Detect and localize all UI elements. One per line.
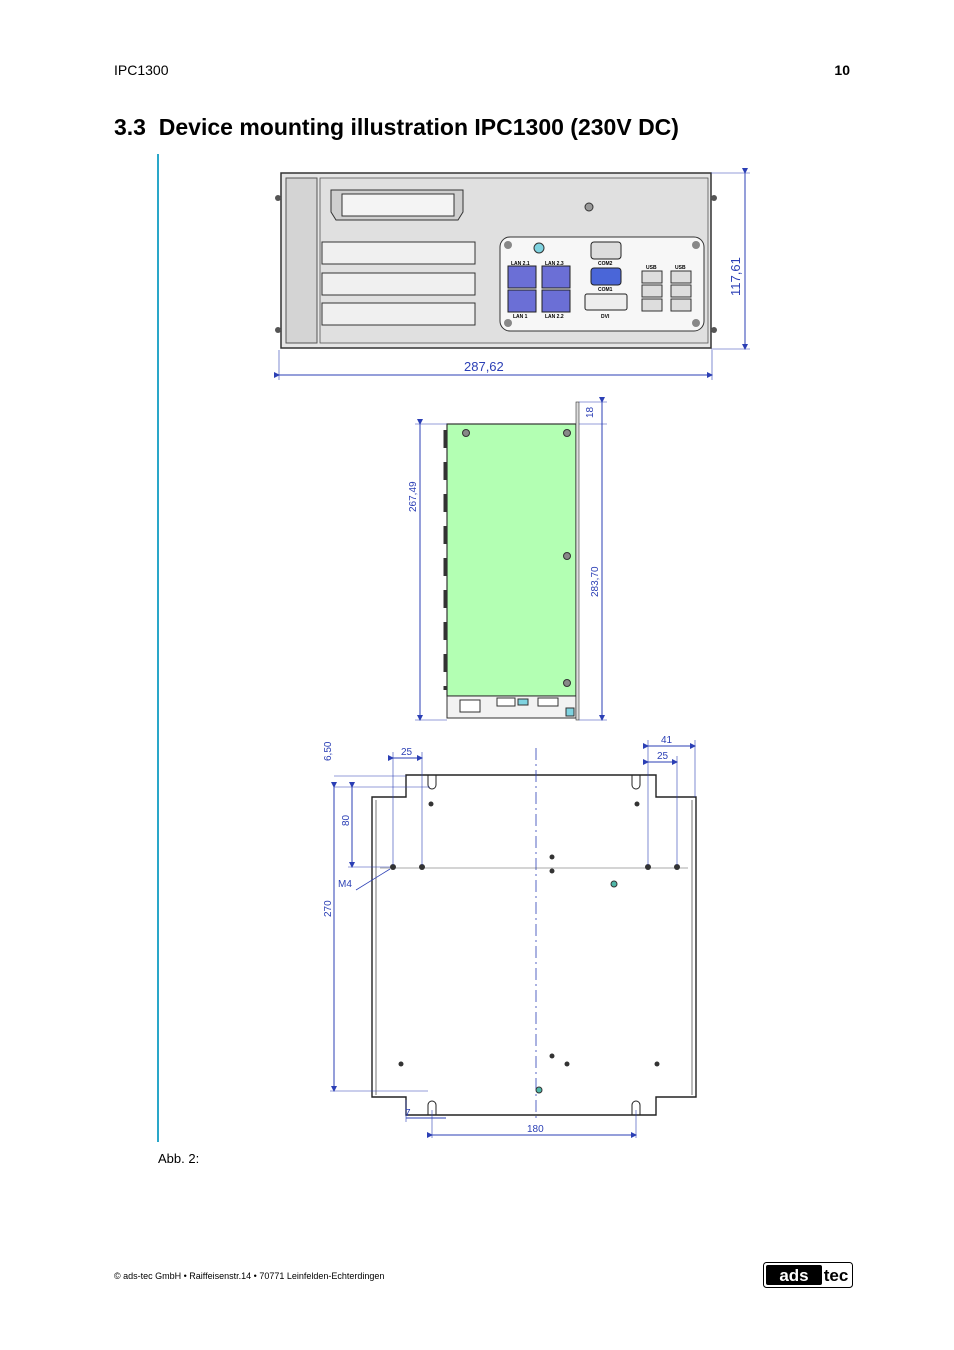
mount-dim-80: 80	[341, 814, 352, 826]
mount-dim-25-right: 25	[657, 751, 669, 762]
header-page-number: 10	[834, 62, 850, 78]
figure-caption: Abb. 2:	[158, 1151, 200, 1166]
label-com1: COM1	[598, 287, 613, 293]
section-number: 3.3	[114, 114, 146, 140]
mount-dim-650: 6,50	[323, 741, 334, 761]
mount-dim-7: 7	[405, 1108, 411, 1119]
logo-left-text: ads	[779, 1266, 808, 1285]
side-inner-dim: 267,49	[408, 481, 419, 512]
ads-tec-logo: ads tec	[763, 1262, 853, 1288]
mount-dim-270: 270	[323, 900, 334, 917]
section-title: 3.3 Device mounting illustration IPC1300…	[114, 114, 679, 141]
front-view-drawing: LAN 2.1 LAN 2.3 LAN 1 LAN 2.2 COM2 COM1 …	[274, 168, 750, 380]
section-title-text: Device mounting illustration IPC1300 (23…	[158, 114, 679, 140]
mount-dim-41: 41	[661, 735, 673, 746]
header-product: IPC1300	[114, 62, 169, 78]
side-view-drawing: 267,49 283,70 18	[408, 397, 607, 721]
label-usb-a: USB	[646, 265, 657, 271]
side-top-dim: 18	[585, 406, 596, 418]
label-lan23: LAN 2.3	[545, 261, 564, 267]
mount-dim-25-left: 25	[401, 747, 413, 758]
footer-text: © ads-tec GmbH • Raiffeisenstr.14 • 7077…	[114, 1271, 385, 1281]
logo-right-text: tec	[824, 1266, 849, 1285]
mount-label-m4: M4	[338, 879, 352, 890]
label-lan1: LAN 1	[513, 314, 528, 320]
mount-dim-180: 180	[527, 1124, 544, 1135]
drawings: LAN 2.1 LAN 2.3 LAN 1 LAN 2.2 COM2 COM1 …	[274, 168, 750, 1138]
label-lan21: LAN 2.1	[511, 261, 530, 267]
front-width-dim: 287,62	[464, 359, 504, 374]
mounting-view-drawing: 6,50 25 41 25 80 270 M4 7 180	[323, 735, 697, 1138]
front-height-dim: 117,61	[728, 257, 743, 296]
label-dvi: DVI	[601, 314, 610, 320]
side-outer-dim: 283,70	[590, 566, 601, 597]
label-com2: COM2	[598, 261, 613, 267]
label-lan22: LAN 2.2	[545, 314, 564, 320]
accent-bar	[157, 154, 159, 1142]
label-usb-b: USB	[675, 265, 686, 271]
